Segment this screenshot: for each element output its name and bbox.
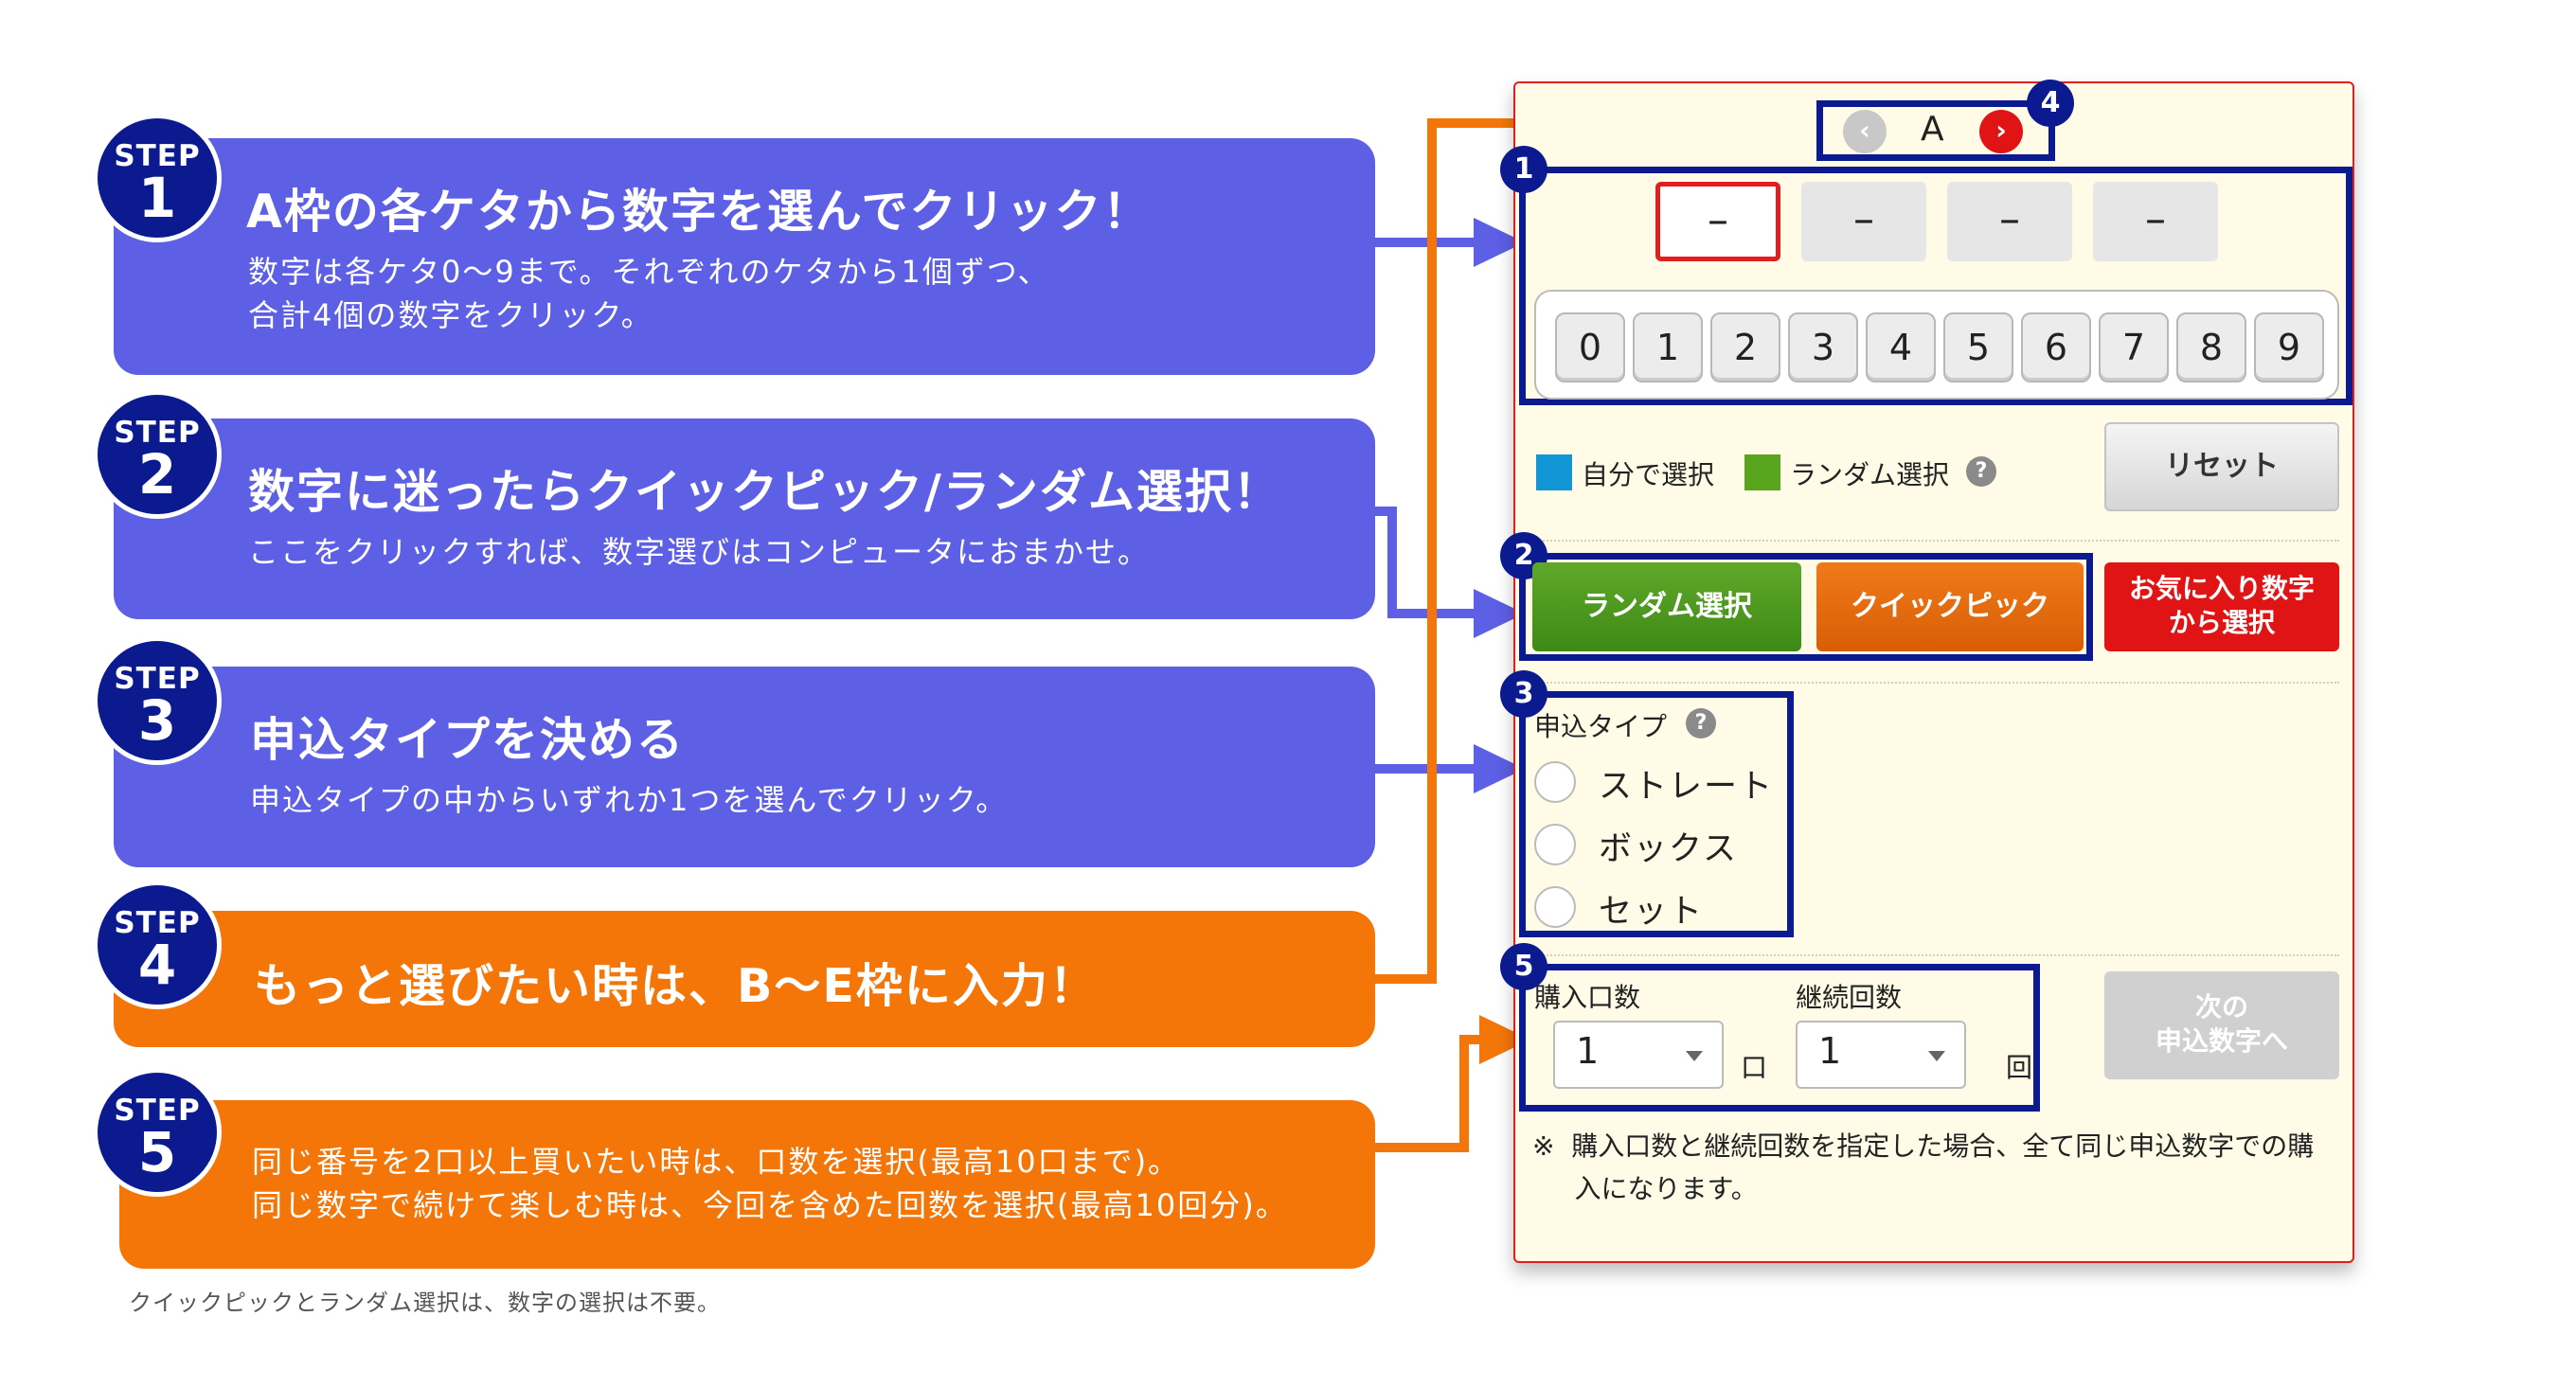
self-select-legend-label: 自分で選択	[1582, 459, 1715, 490]
step4-title: もっと選びたい時は、B〜E枠に入力！	[254, 959, 1098, 1013]
step3-card: 申込タイプを決める 申込タイプの中からいずれか1つを選んでクリック。	[114, 667, 1375, 867]
auto-pick-highlight	[1519, 553, 2093, 661]
draws-label: 継続回数	[1796, 982, 1903, 1013]
favorite-numbers-button[interactable]: お気に入り数字 から選択	[2104, 562, 2339, 651]
step1-card: A枠の各ケタから数字を選んでクリック！ 数字は各ケタ0〜9まで。それぞれのケタか…	[114, 138, 1375, 375]
entry-type-help-icon[interactable]: ?	[1686, 708, 1716, 738]
help-icon[interactable]: ?	[1966, 456, 1996, 487]
step1-desc: 数字は各ケタ0〜9まで。それぞれのケタから1個ずつ、 合計4個の数字をクリック。	[248, 254, 1050, 333]
region-badge-5: 5	[1500, 943, 1547, 990]
step-label: STEP	[114, 416, 201, 450]
step-number: 1	[137, 166, 177, 230]
units-select-value: 1	[1576, 1030, 1600, 1072]
step4-badge: STEP 4	[93, 881, 222, 1009]
digit-button-5[interactable]: 5	[1943, 312, 2013, 383]
arrow-step5	[1375, 1015, 1530, 1152]
next-label-line2: 申込数字へ	[2155, 1025, 2288, 1057]
arrow-step3	[1375, 744, 1525, 793]
step2-card: 数字に迷ったらクイックピック/ランダム選択！ ここをクリックすれば、数字選びはコ…	[114, 418, 1375, 619]
digit-button-1[interactable]: 1	[1633, 312, 1703, 383]
favorite-label-line1: お気に入り数字	[2128, 573, 2315, 604]
units-select[interactable]: 1	[1553, 1021, 1724, 1089]
region-badge-1: 1	[1500, 146, 1547, 193]
quantity-highlight	[1519, 964, 2040, 1112]
draws-select[interactable]: 1	[1796, 1021, 1966, 1089]
step2-title: 数字に迷ったらクイックピック/ランダム選択！	[248, 465, 1281, 519]
step-number: 5	[137, 1120, 177, 1184]
chevron-down-icon	[1686, 1051, 1703, 1061]
quick-pick-button[interactable]: クイックピック	[1816, 562, 2084, 651]
digit-slot-3[interactable]: –	[1947, 182, 2072, 261]
next-frame-button[interactable]: ›	[1979, 110, 2023, 153]
digit-slot-1[interactable]: –	[1655, 182, 1780, 261]
digit-button-8[interactable]: 8	[2176, 312, 2246, 383]
step1-title: A枠の各ケタから数字を選んでクリック！	[246, 185, 1152, 239]
units-suffix: 口	[1741, 1052, 1768, 1083]
digit-slot-4[interactable]: –	[2093, 182, 2218, 261]
step-label: STEP	[114, 1094, 201, 1128]
divider	[1532, 540, 2339, 542]
number-select-highlight	[1519, 167, 2352, 405]
digit-button-7[interactable]: 7	[2099, 312, 2169, 383]
divider	[1532, 954, 2339, 956]
draws-suffix: 回	[2006, 1052, 2033, 1083]
random-select-legend-swatch	[1744, 454, 1780, 490]
next-label-line1: 次の	[2194, 991, 2248, 1023]
type-set-label[interactable]: セット	[1599, 893, 1705, 931]
digit-button-4[interactable]: 4	[1866, 312, 1936, 383]
step3-desc: 申込タイプの中からいずれか1つを選んでクリック。	[250, 782, 1009, 818]
step2-desc: ここをクリックすれば、数字選びはコンピュータにおまかせ。	[248, 534, 1151, 570]
step3-badge: STEP 3	[93, 636, 222, 765]
step4-card: もっと選びたい時は、B〜E枠に入力！	[114, 911, 1375, 1047]
digit-button-9[interactable]: 9	[2254, 312, 2324, 383]
step1-badge: STEP 1	[93, 114, 222, 242]
self-select-legend-swatch	[1536, 454, 1572, 490]
digit-button-2[interactable]: 2	[1710, 312, 1780, 383]
chevron-down-icon	[1928, 1051, 1945, 1061]
type-set-radio[interactable]	[1534, 886, 1576, 928]
step-label: STEP	[114, 662, 201, 696]
frame-label: A	[1921, 110, 1944, 149]
step-label: STEP	[114, 906, 201, 940]
digit-button-3[interactable]: 3	[1788, 312, 1858, 383]
entry-type-label: 申込タイプ	[1534, 711, 1668, 742]
frame-nav-highlight	[1816, 100, 2055, 161]
type-box-label[interactable]: ボックス	[1599, 830, 1738, 868]
random-select-legend-label: ランダム選択	[1790, 459, 1950, 490]
step-number: 2	[137, 442, 177, 507]
step5-badge: STEP 5	[93, 1068, 222, 1197]
digit-slot-2[interactable]: –	[1801, 182, 1926, 261]
step5-card: 同じ番号を2口以上買いたい時は、口数を選択(最高10口まで)。 同じ数字で続けて…	[119, 1100, 1375, 1269]
arrow-step2	[1375, 507, 1525, 638]
digit-button-0[interactable]: 0	[1555, 312, 1625, 383]
divider	[1532, 682, 2339, 684]
step5-desc: 同じ番号を2口以上買いたい時は、口数を選択(最高10口まで)。 同じ数字で続けて…	[252, 1144, 1288, 1223]
type-box-radio[interactable]	[1534, 824, 1576, 865]
digit-keypad: 0 1 2 3 4 5 6 7 8 9	[1534, 290, 2339, 400]
step3-title: 申込タイプを決める	[250, 713, 686, 767]
type-straight-radio[interactable]	[1534, 761, 1576, 803]
arrow-step1	[1375, 218, 1525, 267]
next-entry-button[interactable]: 次の 申込数字へ	[2104, 971, 2339, 1079]
step-number: 4	[137, 933, 177, 997]
entry-type-highlight	[1519, 691, 1794, 937]
prev-frame-button[interactable]: ‹	[1843, 110, 1887, 153]
purchase-note: ※ 購入口数と継続回数を指定した場合、全て同じ申込数字での購 入になります。	[1532, 1130, 2315, 1204]
draws-select-value: 1	[1818, 1030, 1842, 1072]
step2-badge: STEP 2	[93, 390, 222, 519]
step-number: 3	[137, 688, 177, 753]
digit-button-6[interactable]: 6	[2021, 312, 2091, 383]
reset-button[interactable]: リセット	[2104, 422, 2339, 511]
type-straight-label[interactable]: ストレート	[1599, 768, 1775, 806]
footnote: クイックピックとランダム選択は、数字の選択は不要。	[129, 1290, 721, 1316]
random-select-button[interactable]: ランダム選択	[1532, 562, 1801, 651]
region-badge-4: 4	[2027, 80, 2074, 127]
units-label: 購入口数	[1534, 982, 1641, 1013]
favorite-label-line2: から選択	[2168, 607, 2275, 638]
region-badge-3: 3	[1500, 670, 1547, 718]
region-badge-2: 2	[1500, 532, 1547, 579]
step-label: STEP	[114, 139, 201, 173]
